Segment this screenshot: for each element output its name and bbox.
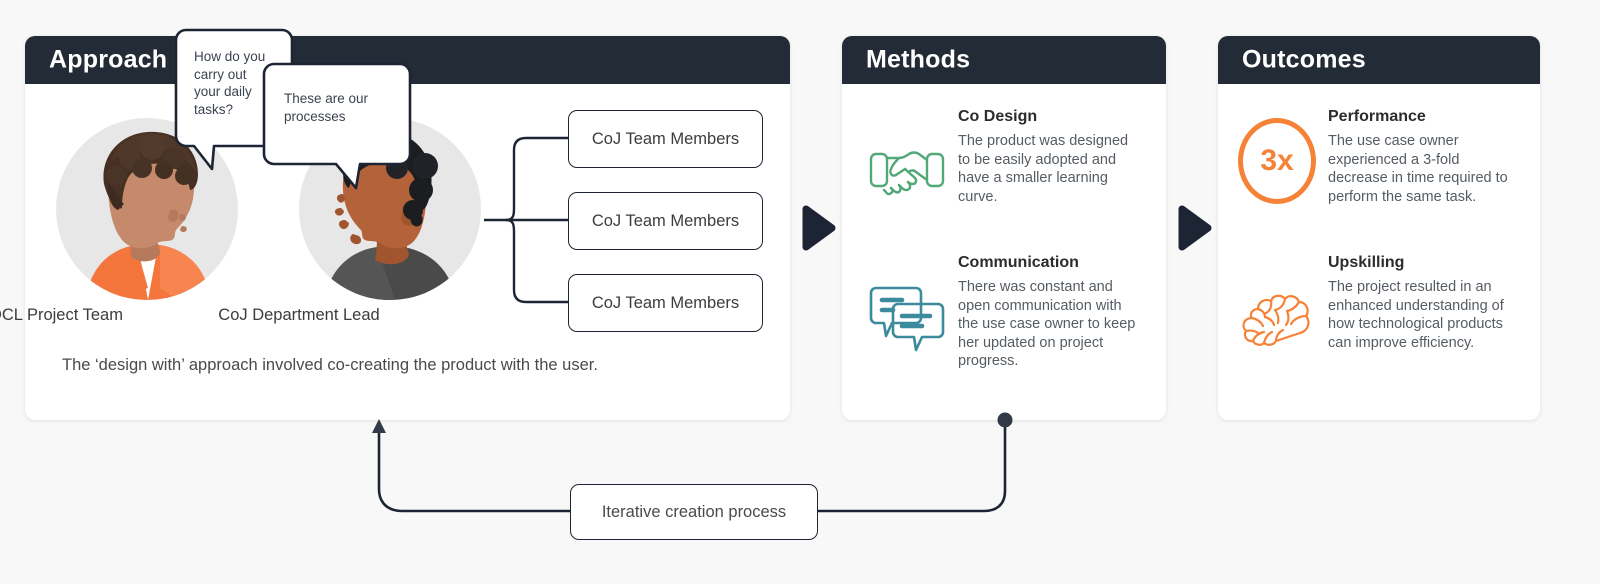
panel-methods-title: Methods — [866, 45, 971, 74]
outcome-item-desc: The use case owner experienced a 3-fold … — [1328, 133, 1508, 205]
iterative-creation-process-box[interactable]: Iterative creation process — [570, 484, 818, 540]
iterative-loop-connector — [372, 412, 1013, 513]
speech-bubble-answer-text: These are our processes — [284, 91, 369, 124]
method-item-co-design: Co Design The product was designed to be… — [868, 108, 1158, 210]
panel-outcomes-header: Outcomes — [1218, 36, 1540, 84]
outcome-item-title: Performance — [1328, 108, 1426, 125]
panel-outcomes: Outcomes — [1218, 36, 1540, 420]
team-box[interactable]: CoJ Team Members — [568, 274, 763, 332]
outcome-item-body: Performance The use case owner experienc… — [1328, 108, 1518, 206]
outcome-item-performance: 3x Performance The use case owner experi… — [1238, 108, 1534, 206]
panel-methods-header: Methods — [842, 36, 1166, 84]
avatar-ocl-label: OCL Project Team — [0, 306, 123, 324]
team-box[interactable]: CoJ Team Members — [568, 192, 763, 250]
3x-badge-label: 3x — [1260, 144, 1294, 177]
panel-outcomes-title: Outcomes — [1242, 45, 1366, 74]
method-item-title: Co Design — [958, 108, 1038, 125]
method-item-desc: The product was designed to be easily ad… — [958, 133, 1129, 205]
speech-bubble-answer: These are our processes — [262, 62, 412, 197]
panel-approach-title: Approach — [49, 45, 168, 74]
method-item-desc: There was constant and open communicatio… — [958, 279, 1136, 369]
tree-connector — [484, 136, 570, 304]
method-item-title: Communication — [958, 254, 1079, 271]
outcome-item-body: Upskilling The project resulted in an en… — [1328, 254, 1518, 352]
3x-badge-icon: 3x — [1238, 118, 1316, 204]
approach-caption: The ‘design with’ approach involved co-c… — [62, 356, 598, 374]
person-profile-avatar-icon — [86, 131, 210, 300]
team-box-label: CoJ Team Members — [591, 211, 740, 230]
speech-bubble-question-text: How do you carry out your daily tasks? — [194, 49, 266, 117]
dot-marker-icon — [997, 412, 1013, 428]
method-item-communication: Communication There was constant and ope… — [868, 254, 1158, 371]
avatar-coj-label: CoJ Department Lead — [218, 306, 380, 324]
outcome-item-upskilling: Upskilling The project resulted in an en… — [1238, 254, 1534, 358]
3x-badge-label-wrap: 3x — [1238, 118, 1316, 204]
handshake-icon — [868, 132, 946, 210]
play-arrow-right-icon — [1178, 205, 1212, 251]
iterative-creation-process-label: Iterative creation process — [601, 502, 787, 521]
outcome-item-desc: The project resulted in an enhanced unde… — [1328, 279, 1504, 351]
arrow-head-up-icon — [372, 419, 386, 433]
play-arrow-right-icon — [802, 205, 836, 251]
method-item-body: Co Design The product was designed to be… — [958, 108, 1144, 206]
team-box-label: CoJ Team Members — [591, 129, 740, 148]
chat-bubbles-icon — [868, 278, 946, 356]
speech-bubble-icon — [262, 62, 412, 190]
method-item-body: Communication There was constant and ope… — [958, 254, 1144, 371]
team-box-label: CoJ Team Members — [591, 293, 740, 312]
outcome-item-title: Upskilling — [1328, 254, 1405, 271]
brain-icon — [1238, 280, 1316, 358]
panel-methods: Methods — [842, 36, 1166, 420]
team-box[interactable]: CoJ Team Members — [568, 110, 763, 168]
